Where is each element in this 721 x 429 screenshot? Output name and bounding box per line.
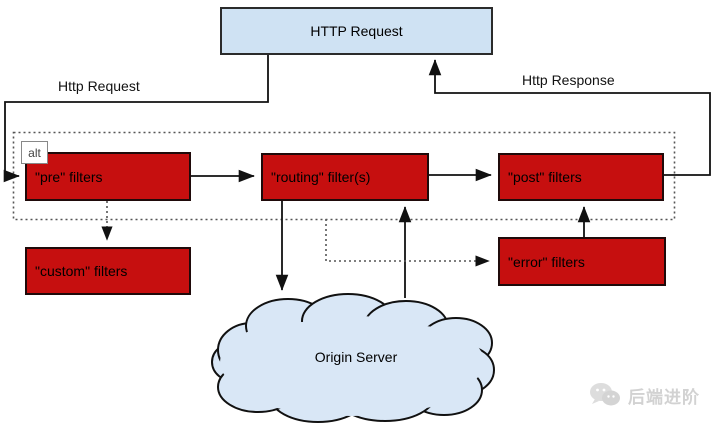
http-request-edge-label: Http Request — [58, 78, 140, 94]
routing-filters-box: "routing" filter(s) — [261, 153, 429, 201]
edge-post-to-httprequest — [428, 59, 711, 176]
watermark: 后端进阶 — [588, 381, 700, 409]
post-filters-box: "post" filters — [498, 153, 664, 201]
post-filters-label: "post" filters — [508, 169, 582, 185]
edge-frame-to-error-dotted — [325, 219, 490, 267]
error-filters-label: "error" filters — [508, 253, 585, 270]
alt-frame-dotted-rect — [12, 131, 676, 221]
wechat-logo-icon — [590, 383, 620, 406]
pre-filters-box: "pre" filters — [25, 152, 191, 201]
alt-frame-tag-label: alt — [28, 145, 41, 160]
custom-filters-label: "custom" filters — [35, 263, 128, 279]
watermark-text: 后端进阶 — [628, 387, 700, 407]
error-filters-box: "error" filters — [498, 237, 666, 286]
alt-frame-tag: alt — [21, 141, 48, 164]
http-request-label: HTTP Request — [310, 23, 403, 39]
pre-filters-label: "pre" filters — [35, 168, 103, 185]
http-request-box: HTTP Request — [220, 7, 493, 55]
origin-server-cloud — [211, 293, 495, 423]
origin-server-label: Origin Server — [314, 349, 398, 365]
edge-httprequest-to-pre — [3, 55, 269, 183]
http-response-edge-label: Http Response — [522, 72, 615, 88]
routing-filters-label: "routing" filter(s) — [271, 169, 371, 185]
custom-filters-box: "custom" filters — [25, 247, 191, 295]
